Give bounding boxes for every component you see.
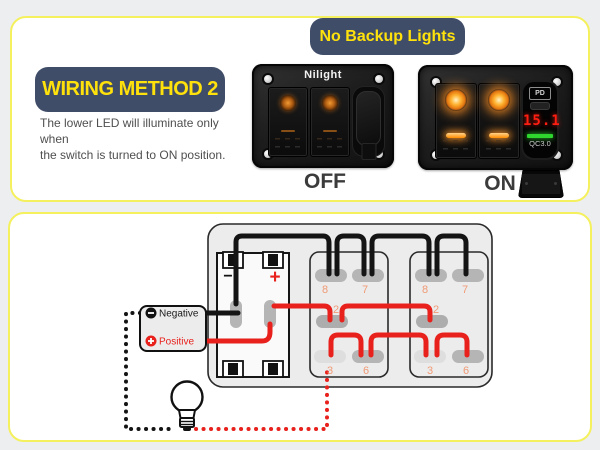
wire-s1-7-to-s2-8: [369, 233, 432, 277]
usb-cover-icon: [356, 91, 381, 146]
upper-led-indicator-icon: [280, 95, 296, 111]
wire-s1-6-to-s2-3: [368, 332, 429, 358]
s2-number-2: 2: [433, 304, 439, 316]
description-line-2: the switch is turned to ON position.: [40, 148, 226, 162]
switch2-back-view: [409, 251, 489, 378]
s1-number-3: 3: [327, 365, 333, 377]
screw-icon: [373, 73, 385, 85]
rocker-switch-on-1: [435, 83, 477, 159]
negative-label: Negative: [159, 309, 199, 320]
upper-led-lit-icon: [488, 89, 510, 111]
terminal-7: [352, 269, 384, 282]
no-backup-lights-badge: No Backup Lights: [310, 18, 465, 55]
off-state-label: OFF: [304, 170, 346, 193]
wire-s1-2-to-s2-2: [339, 303, 433, 323]
s1-number-8: 8: [322, 284, 328, 296]
usb-voltmeter-charger: PD 15.1 QC3.0: [521, 80, 561, 160]
wire-s1-8-to-s1-7: [334, 233, 367, 277]
screw-icon: [262, 73, 274, 85]
s1-number-2: 2: [333, 304, 339, 316]
polarity-legend: Negative Positive: [139, 305, 207, 352]
lower-led-lit-icon: [446, 133, 466, 138]
wire-positive-to-charger: [203, 321, 273, 344]
lower-led-off-icon: [323, 130, 337, 132]
terminal-markings: [317, 136, 343, 150]
mount-clamp-icon: [262, 360, 284, 378]
rocker-switch-off-1: [268, 87, 308, 157]
rocker-switch-off-2: [310, 87, 350, 157]
mount-clamp-icon: [262, 251, 284, 269]
qc-green-led-icon: [527, 134, 553, 138]
pd-port-label: PD: [529, 87, 551, 100]
flap-screw-dot: [525, 182, 528, 185]
negative-wires: [203, 233, 469, 316]
no-backup-lights-text: No Backup Lights: [319, 27, 456, 45]
cover-latch-icon: [361, 143, 376, 160]
positive-wires: [203, 303, 470, 358]
wire-charger-to-s1-2: [271, 303, 333, 323]
terminal-numbers: 8 7 2 3 6 8 7 2 3 6: [322, 284, 469, 377]
plus-mark: +: [269, 267, 280, 288]
terminal-markings: [486, 138, 512, 152]
positive-label: Positive: [159, 337, 194, 348]
light-bulb-icon: [170, 380, 204, 431]
wiring-diagram: − +: [124, 223, 493, 431]
s1-number-7: 7: [362, 284, 368, 296]
s2-number-3: 3: [427, 365, 433, 377]
qc-label: QC3.0: [529, 139, 551, 148]
terminal-markings: [275, 136, 301, 150]
switch-panel-off: Nilight: [252, 64, 394, 168]
s2-number-7: 7: [462, 284, 468, 296]
usb-c-port-icon: [530, 102, 550, 110]
terminal-markings: [443, 138, 469, 152]
wiring-method-badge: WIRING METHOD 2: [35, 67, 225, 112]
s2-number-6: 6: [463, 365, 469, 377]
wiring-method-text: WIRING METHOD 2: [42, 78, 218, 100]
s1-number-6: 6: [363, 365, 369, 377]
wire-charger-to-s1-8: [233, 233, 332, 307]
upper-led-indicator-icon: [322, 95, 338, 111]
header-section: No Backup Lights WIRING METHOD 2 The low…: [10, 16, 590, 202]
mount-clamp-icon: [222, 251, 244, 269]
terminal-6: [352, 350, 384, 363]
usb-charger-covered: [352, 86, 385, 160]
lower-led-lit-icon: [489, 133, 509, 138]
wire-s2-3-to-s2-6: [434, 332, 470, 358]
s2-number-8: 8: [422, 284, 428, 296]
rocker-switch-on-2: [478, 83, 520, 159]
upper-led-lit-icon: [445, 89, 467, 111]
voltage-readout: 15.1: [523, 113, 561, 129]
on-state-label: ON: [484, 172, 516, 195]
brand-logo: Nilight: [304, 69, 342, 81]
description-line-1: The lower LED will illuminate only when: [40, 116, 219, 146]
lower-led-off-icon: [281, 130, 295, 132]
mount-clamp-icon: [222, 360, 244, 378]
dotted-positive-lead: [194, 363, 329, 431]
wiring-diagram-section: − +: [8, 212, 592, 442]
switch1-back-view: [309, 251, 389, 378]
switch-panel-on: PD 15.1 QC3.0: [418, 65, 573, 170]
wire-s1-3-to-s1-6: [328, 332, 364, 358]
method-description: The lower LED will illuminate only when …: [40, 115, 250, 163]
minus-mark: −: [223, 268, 232, 285]
dotted-negative-lead: [124, 311, 178, 431]
wire-s2-8-to-s2-7: [434, 233, 469, 277]
flap-screw-dot: [554, 182, 557, 185]
terminal-3: [414, 350, 446, 363]
